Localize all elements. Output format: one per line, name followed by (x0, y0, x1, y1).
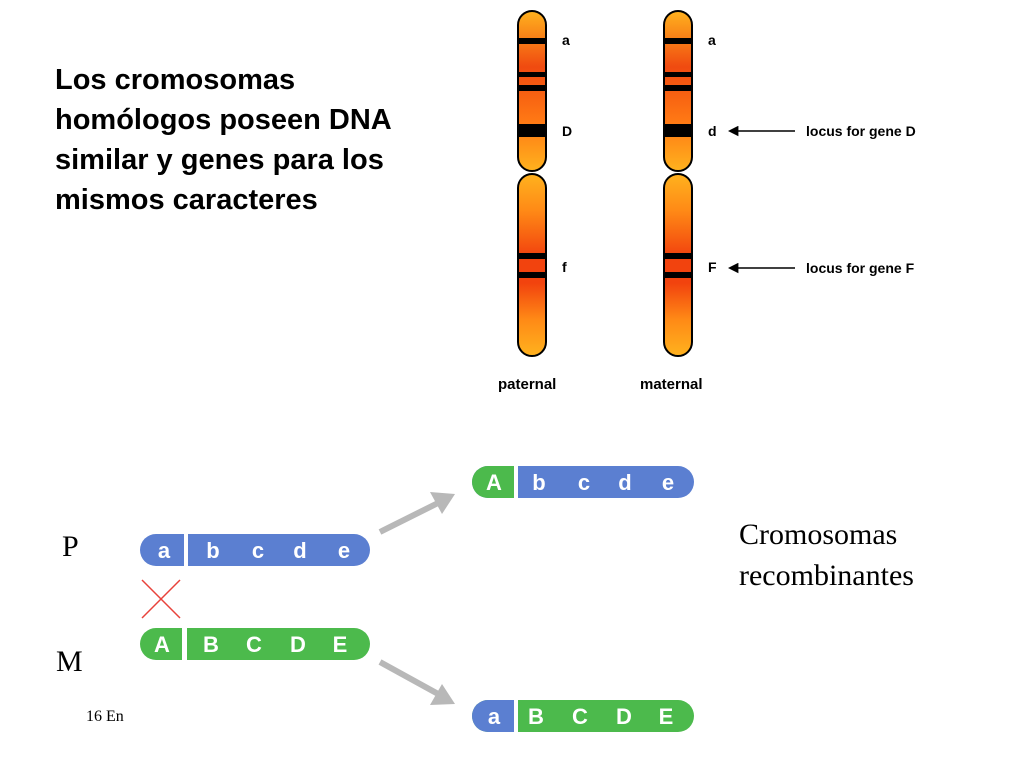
recombinant-top-genes: A b c d e (486, 470, 674, 495)
slide-number: 16 En (86, 708, 124, 725)
svg-text:c: c (252, 538, 264, 563)
svg-text:B: B (528, 704, 544, 729)
paternal-p-label: P (62, 530, 79, 563)
paternal-crossover-chromosome (140, 534, 370, 566)
svg-text:A: A (154, 632, 170, 657)
recombinant-caption-line1: Cromosomas (739, 518, 898, 551)
svg-text:d: d (618, 470, 631, 495)
svg-text:a: a (158, 538, 171, 563)
maternal-m-label: M (56, 645, 83, 678)
svg-text:C: C (246, 632, 262, 657)
svg-text:E: E (659, 704, 674, 729)
paternal-gene-labels: a D f (562, 32, 572, 275)
arrow-to-bottom-recombinant (378, 659, 455, 705)
paternal-label: paternal (498, 376, 556, 393)
locus-gene-f-label: locus for gene F (806, 260, 915, 276)
recombinant-bottom-genes: a B C D E (488, 704, 673, 729)
maternal-chromosome (663, 10, 693, 357)
svg-text:A: A (486, 470, 502, 495)
paternal-gene-D: D (562, 123, 572, 139)
recombinant-caption-line2: recombinantes (739, 559, 914, 592)
maternal-gene-d: d (708, 123, 717, 139)
description-text: Los cromosomas homólogos poseen DNA simi… (55, 64, 391, 216)
crossover-x-mark (141, 579, 181, 619)
paternal-chromosome (517, 10, 547, 357)
paternal-crossover-genes: a b c d e (158, 538, 350, 563)
maternal-gene-F: F (708, 259, 717, 275)
maternal-label: maternal (640, 376, 703, 393)
recombinant-chromosome-bottom (472, 700, 694, 732)
locus-gene-d-label: locus for gene D (806, 123, 916, 139)
svg-text:B: B (203, 632, 219, 657)
svg-text:b: b (532, 470, 545, 495)
recombinant-chromosome-top (472, 466, 694, 498)
maternal-gene-labels: a d F (708, 32, 717, 275)
maternal-gene-a: a (708, 32, 716, 48)
svg-text:e: e (662, 470, 674, 495)
paternal-gene-a: a (562, 32, 570, 48)
maternal-crossover-genes: A B C D E (154, 632, 347, 657)
paternal-gene-f: f (562, 259, 567, 275)
svg-text:d: d (293, 538, 306, 563)
svg-text:C: C (572, 704, 588, 729)
maternal-crossover-chromosome (140, 628, 370, 660)
recombinant-caption: Cromosomas recombinantes (739, 514, 914, 596)
svg-text:b: b (206, 538, 219, 563)
svg-text:c: c (578, 470, 590, 495)
svg-text:E: E (333, 632, 348, 657)
svg-text:D: D (616, 704, 632, 729)
arrow-to-top-recombinant (378, 492, 455, 535)
svg-text:D: D (290, 632, 306, 657)
svg-text:a: a (488, 704, 501, 729)
svg-text:e: e (338, 538, 350, 563)
